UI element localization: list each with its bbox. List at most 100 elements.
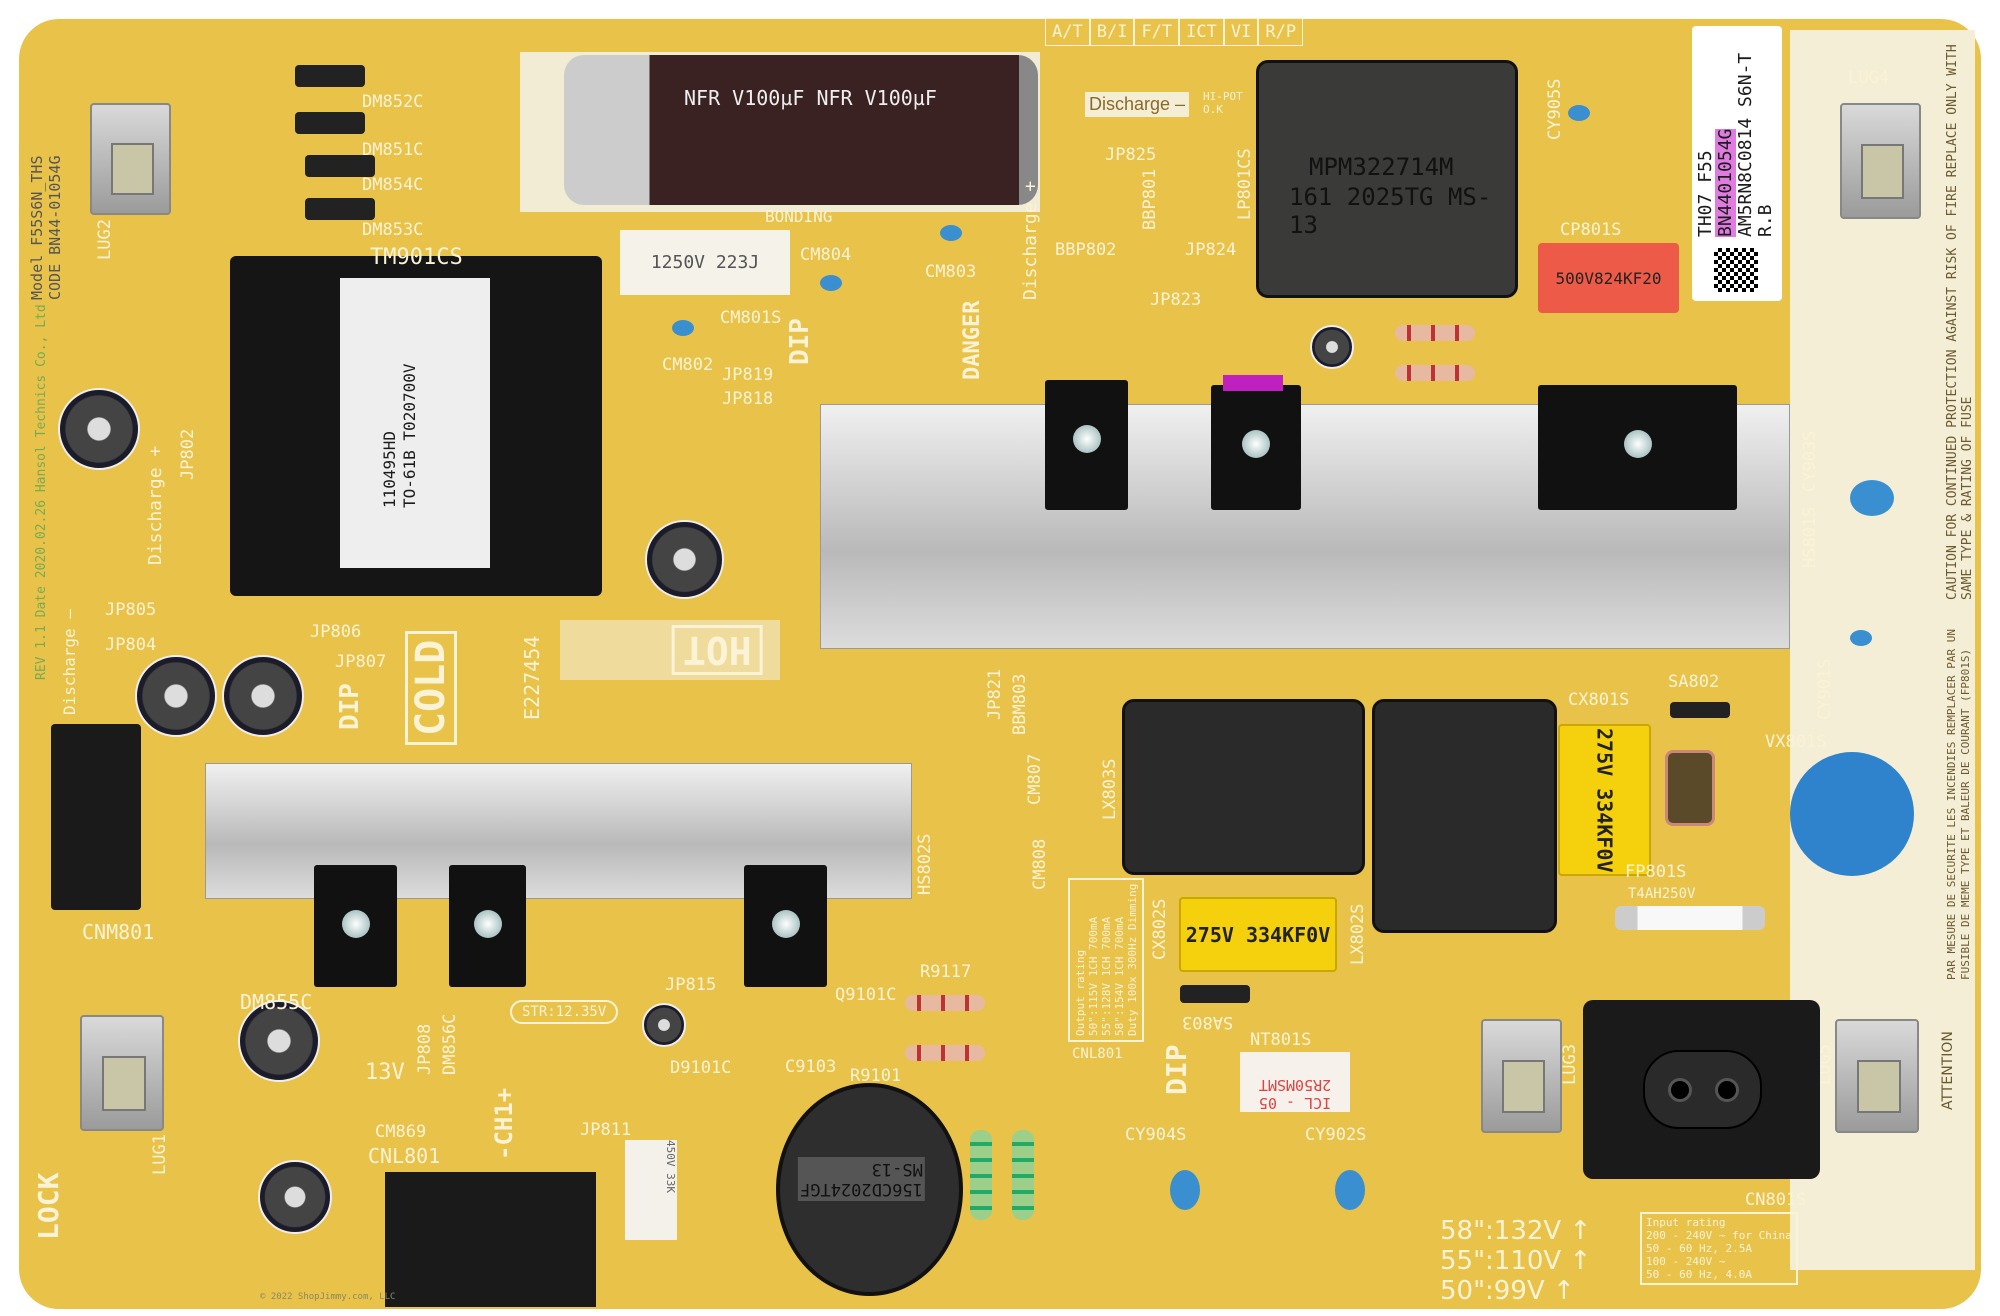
cap-cm802 <box>672 320 694 336</box>
cap-cm852 <box>222 655 304 737</box>
cap-cm824 <box>645 520 724 599</box>
cm807-label: CM807 <box>1025 753 1045 805</box>
ac-inlet-cn801s <box>1583 1000 1820 1179</box>
output-rating-box: Output rating 50":115V 1CH 700mA 55":128… <box>1068 878 1144 1042</box>
jp811-label: JP811 <box>580 1120 632 1140</box>
jp821-label: JP821 <box>985 668 1005 720</box>
lug5 <box>1835 1019 1919 1133</box>
fp801s-label: FP801S <box>1625 862 1687 882</box>
discharge-plus-label-2: Discharge + <box>145 445 166 565</box>
cap-cp812 <box>1310 325 1354 369</box>
discharge-minus-label: Discharge – <box>1085 92 1190 117</box>
jp805-label: JP805 <box>105 600 157 620</box>
lug1-label: LUG1 <box>150 1134 170 1175</box>
cap-cy903s <box>1850 480 1894 516</box>
hs802s-label: HS802S <box>915 833 935 895</box>
tm901cs-label: TM901CS <box>370 245 463 270</box>
lx802s-label: LX802S <box>1348 903 1368 965</box>
bridge-rectifier-bd801s <box>1538 385 1737 510</box>
cx801s-label: CX801S <box>1568 690 1630 710</box>
lug4-label: LUG4 <box>1848 68 1889 88</box>
ul-cert-number: E227454 <box>520 635 544 720</box>
model-code-block: Model F55S6N_THS CODE BN44-01054G <box>28 156 64 301</box>
lug1 <box>80 1015 164 1131</box>
diode-dm851c <box>270 112 390 134</box>
common-mode-choke-lx803s <box>1122 699 1365 875</box>
pfc-inductor-lp801cs: MPM322714M 161 2025TG MS-13 <box>1256 60 1518 298</box>
cap-c9101: 450V 33K <box>625 1140 677 1240</box>
dm852c-label: DM852C <box>362 92 424 112</box>
sticker-line2: S6N-T <box>1735 52 1756 107</box>
qr-code <box>1714 248 1758 292</box>
cy901s-label: CY901S <box>1815 658 1835 720</box>
cp801s-label: CP801S <box>1560 220 1622 240</box>
jp825-label: JP825 <box>1105 145 1157 165</box>
sa802-label: SA802 <box>1668 672 1720 692</box>
cy902s-label: CY902S <box>1305 1125 1367 1145</box>
transistor-dm856c <box>449 865 526 987</box>
model-label: Model <box>28 254 46 300</box>
caution-french: PAR MESURE DE SECURITE LES INCENDIES REM… <box>1945 629 1972 980</box>
lx803s-label: LX803S <box>1100 758 1120 820</box>
fuse-rating-label: T4AH250V <box>1628 886 1696 902</box>
test-point-vi: VI <box>1223 18 1259 46</box>
lock-label: LOCK <box>32 1172 65 1240</box>
d9101c-label: D9101C <box>670 1058 732 1078</box>
dm851c-label: DM851C <box>362 140 424 160</box>
pfc-marking-1: MPM322714M <box>1309 153 1454 181</box>
jp802-label: JP802 <box>178 428 198 480</box>
surge-arrester-sa802 <box>1645 702 1755 718</box>
test-point-ft: F/T <box>1134 18 1180 46</box>
jp808-label: JP808 <box>415 1023 435 1075</box>
resistor-rp801 <box>1395 365 1475 381</box>
cap-cy902s <box>1335 1170 1365 1210</box>
test-point-labels: A/T B/I F/T ICT VI R/P <box>1045 18 1304 46</box>
vx801s-label: VX801S <box>1765 732 1827 752</box>
x-cap-cx802s: 275V 334KF0V <box>1179 897 1337 972</box>
dip-label-3: DIP <box>1160 1044 1193 1095</box>
cnl801-label: CNL801 <box>368 1144 441 1168</box>
output-rating-text: Output rating 50":115V 1CH 700mA 55":128… <box>1074 883 1139 1036</box>
r9117-label: R9117 <box>920 962 972 982</box>
connector-cnm801 <box>51 724 141 910</box>
test-point-at: A/T <box>1045 18 1090 46</box>
cnl801-rating-label: CNL801 <box>1072 1046 1123 1062</box>
cm803-label: CM803 <box>925 262 977 282</box>
diode-dm852c <box>270 65 390 87</box>
code-value: BN44-01054G <box>46 155 64 255</box>
common-mode-choke-lx802s <box>1372 699 1557 933</box>
dm854c-label: DM854C <box>362 175 424 195</box>
attention-label: ATTENTION <box>1940 1031 1956 1110</box>
voltage-markings: 58":132V ↑55":110V ↑50":99V ↑ <box>1440 1216 1592 1306</box>
bbm803-label: BBM803 <box>1010 673 1030 735</box>
str-voltage-label: STR:12.35V <box>510 1000 619 1024</box>
cap-cm858 <box>258 1160 332 1234</box>
connector-cnl801 <box>385 1172 596 1307</box>
silk-area <box>560 620 780 680</box>
lug3 <box>1481 1019 1562 1133</box>
lug2 <box>90 103 171 215</box>
r9101-label: R9101 <box>850 1066 902 1086</box>
sticker-serial: AM5RN8C0814 <box>1735 117 1756 237</box>
q9101c-label: Q9101C <box>835 985 897 1005</box>
dip-label-2: DIP <box>335 683 365 730</box>
resistor-r9117 <box>905 995 985 1011</box>
x-cap-cx801s: 275V 334KF0V <box>1558 724 1651 876</box>
jp815-label: JP815 <box>665 975 717 995</box>
test-point-bi: B/I <box>1089 18 1135 46</box>
cap-cy901s <box>1850 630 1872 646</box>
dm855c-label: DM855C <box>240 990 313 1014</box>
cap-cm853 <box>238 1000 320 1082</box>
diode-dm853c <box>280 198 400 220</box>
fuse-fp801s <box>1615 906 1765 930</box>
cap-cm804 <box>820 275 842 291</box>
cap-c9116 <box>642 1003 686 1047</box>
resistor-r9012 <box>1012 1130 1034 1220</box>
copyright-watermark: © 2022 ShopJimmy.com, LLC <box>260 1292 396 1302</box>
test-point-rp: R/P <box>1258 18 1304 46</box>
surge-arrester-sa803 <box>1155 985 1275 1003</box>
cy903s-label: CY903S <box>1800 430 1820 492</box>
date: Date 2020.02.26 <box>34 499 49 618</box>
